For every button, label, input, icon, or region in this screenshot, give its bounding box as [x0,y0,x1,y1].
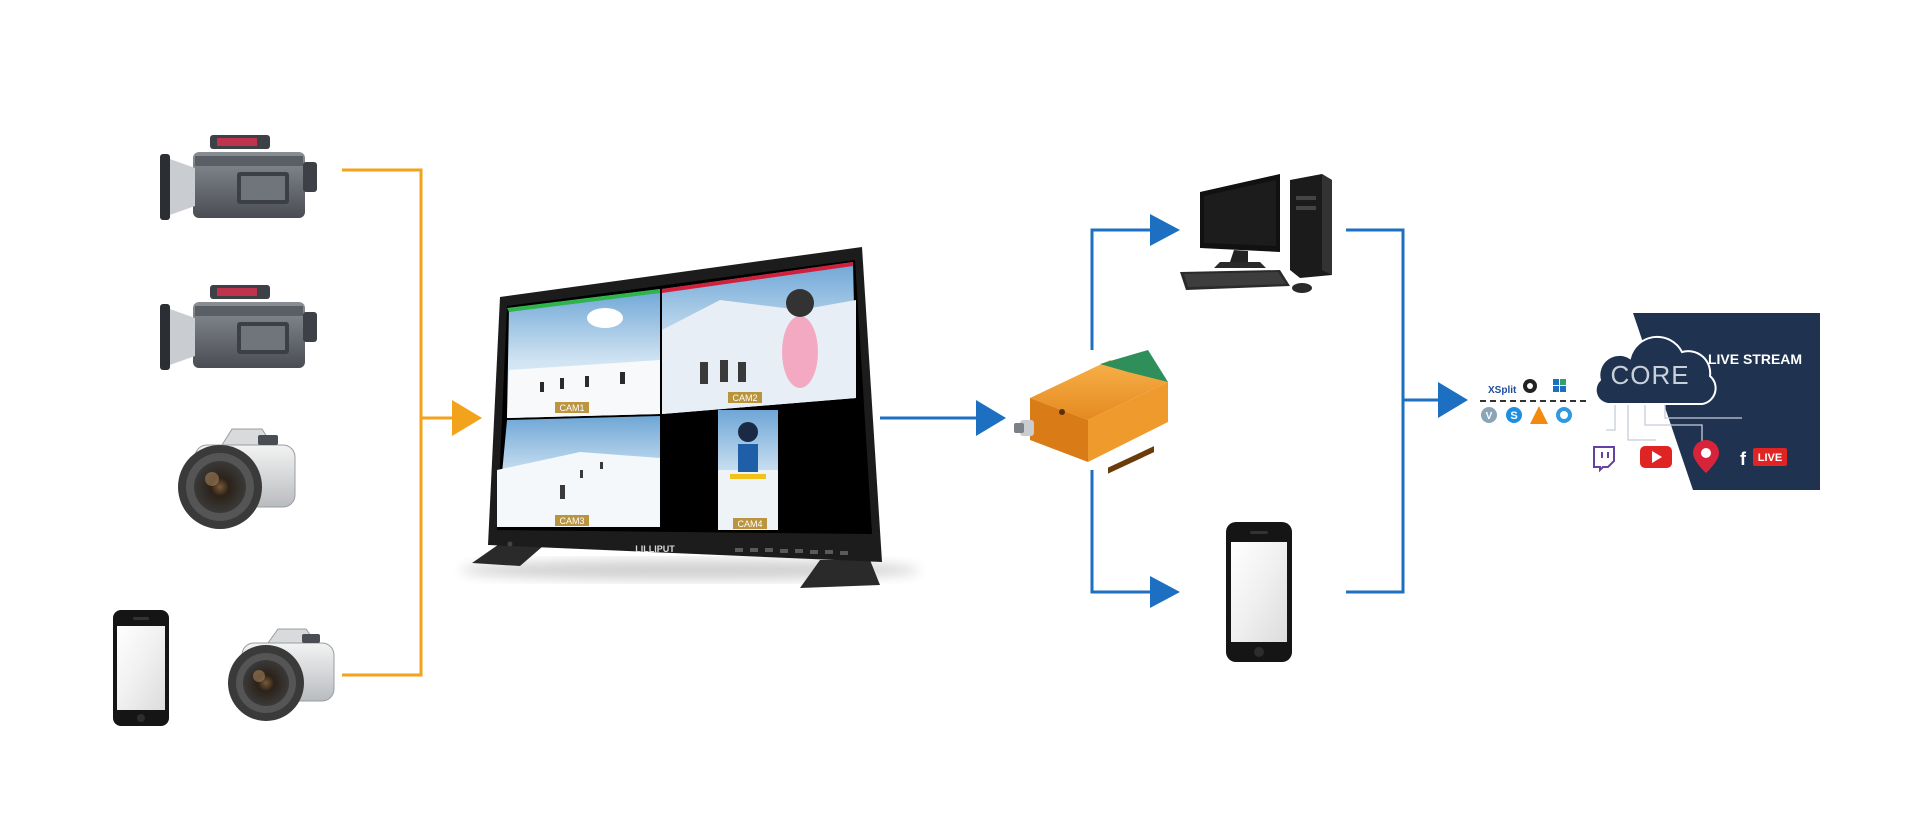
monitor-power-led [507,541,513,547]
twitch-icon [1593,446,1615,473]
youtube-icon [1640,446,1672,468]
input-arrow [452,400,482,436]
skype-icon [1506,407,1522,423]
live-stream-card: CORE LIVE STREAM f LIVE [1593,313,1820,490]
vmix-icon [1481,407,1497,423]
smartphone-icon [113,610,169,726]
core-logo-text: CORE [1610,360,1689,390]
quad-cam2 [662,262,856,414]
facebook-live-icon: f LIVE [1735,448,1787,469]
output-connectors [880,228,1440,594]
smartphone-icon [1226,522,1292,662]
svg-text:V: V [1486,411,1493,422]
cam3-label: CAM3 [559,516,584,526]
quad-cam3 [497,416,660,527]
lilliput-quad-monitor: CAM1 CAM2 CAM3 CAM4 LILLIPUT [460,247,920,588]
quad-cam1 [507,289,660,418]
cam4-label: CAM4 [737,519,762,529]
pc-arrow [1150,214,1180,246]
circuit-lines [1606,405,1742,442]
capture-card-icon [1014,350,1168,474]
vlc-icon [1530,406,1548,424]
stream-arrow [1438,382,1468,418]
cam2-label: CAM2 [732,393,757,403]
desktop-computer-icon [1180,174,1332,293]
streaming-software-group: XSplit V S [1480,379,1588,424]
fb-live-label: LIVE [1758,452,1782,464]
svg-text:S: S [1510,410,1517,422]
core-cloud-icon: CORE [1594,335,1717,405]
monitor-brand-label: LILLIPUT [635,544,675,554]
quad-cam4 [662,400,872,532]
capture-to-phone-line [1090,470,1150,594]
dslr-camera-icon [228,628,335,721]
phone-arrow [1150,576,1180,608]
dslr-camera-icon [178,428,296,529]
capture-to-pc-line [1090,228,1150,350]
monitor-buttons [735,548,848,555]
phone-to-stream-line [1346,400,1405,594]
pc-to-stream-line [1346,228,1405,400]
input-connectors [342,168,455,677]
camcorder-icon [160,135,317,220]
cam1-label: CAM1 [559,403,584,413]
periscope-icon [1693,440,1719,473]
live-stream-title: LIVE STREAM [1708,351,1802,367]
svg-text:f: f [1740,449,1747,469]
camcorder-icon [160,285,317,370]
xsplit-icon: XSplit [1488,385,1517,396]
capture-arrow [976,400,1006,436]
input-line-1 [342,168,423,418]
wirecast-icon [1553,379,1566,392]
input-line-4 [342,418,423,677]
cam-labels: CAM1 CAM2 CAM3 CAM4 [555,392,767,529]
